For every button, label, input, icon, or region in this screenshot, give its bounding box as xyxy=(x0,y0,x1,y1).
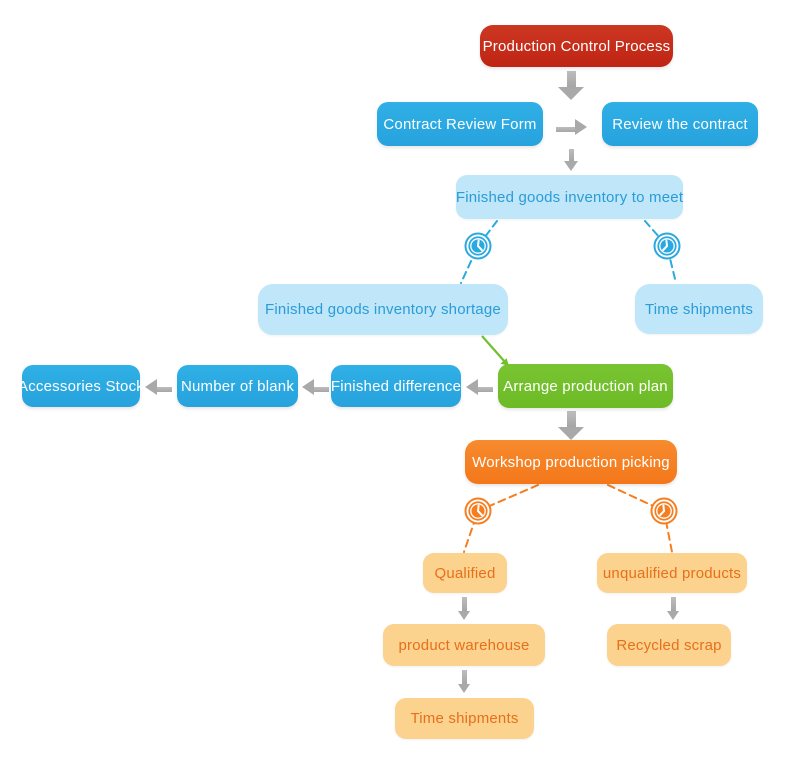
arrow-down-icon xyxy=(458,597,470,620)
clock-icon xyxy=(650,497,678,525)
arrow-left-icon xyxy=(302,379,329,395)
arrow-down-icon xyxy=(564,149,578,171)
node-accessories-stock: Accessories Stock xyxy=(18,365,144,407)
arrow-down-icon xyxy=(458,670,470,693)
node-time-shipments-lower: Time shipments xyxy=(395,698,534,739)
node-time-shipments-upper: Time shipments xyxy=(635,284,763,334)
arrow-down-icon xyxy=(558,71,584,100)
node-number-of-blank: Number of blank xyxy=(177,365,298,407)
arrow-right-icon xyxy=(556,119,587,135)
node-workshop-production-picking: Workshop production picking xyxy=(465,440,677,484)
node-production-control-process: Production Control Process xyxy=(480,25,673,67)
green-connector xyxy=(481,335,506,363)
node-finished-goods-inventory-shortage: Finished goods inventory shortage xyxy=(258,284,508,335)
arrow-left-icon xyxy=(466,379,493,395)
node-finished-goods-inventory-to-meet: Finished goods inventory to meet xyxy=(456,175,683,219)
node-product-warehouse: product warehouse xyxy=(383,624,545,666)
arrow-left-icon xyxy=(145,379,172,395)
node-finished-difference: Finished difference xyxy=(331,365,461,407)
clock-icon xyxy=(464,497,492,525)
clock-icon xyxy=(653,232,681,260)
arrow-down-icon xyxy=(558,411,584,440)
node-contract-review-form: Contract Review Form xyxy=(377,102,543,146)
node-unqualified-products: unqualified products xyxy=(597,553,747,593)
node-arrange-production-plan: Arrange production plan xyxy=(498,364,673,408)
dashed-connector xyxy=(644,220,677,284)
node-qualified: Qualified xyxy=(423,553,507,593)
clock-icon xyxy=(464,232,492,260)
node-recycled-scrap: Recycled scrap xyxy=(607,624,731,666)
arrow-down-icon xyxy=(667,597,679,620)
node-review-the-contract: Review the contract xyxy=(602,102,758,146)
